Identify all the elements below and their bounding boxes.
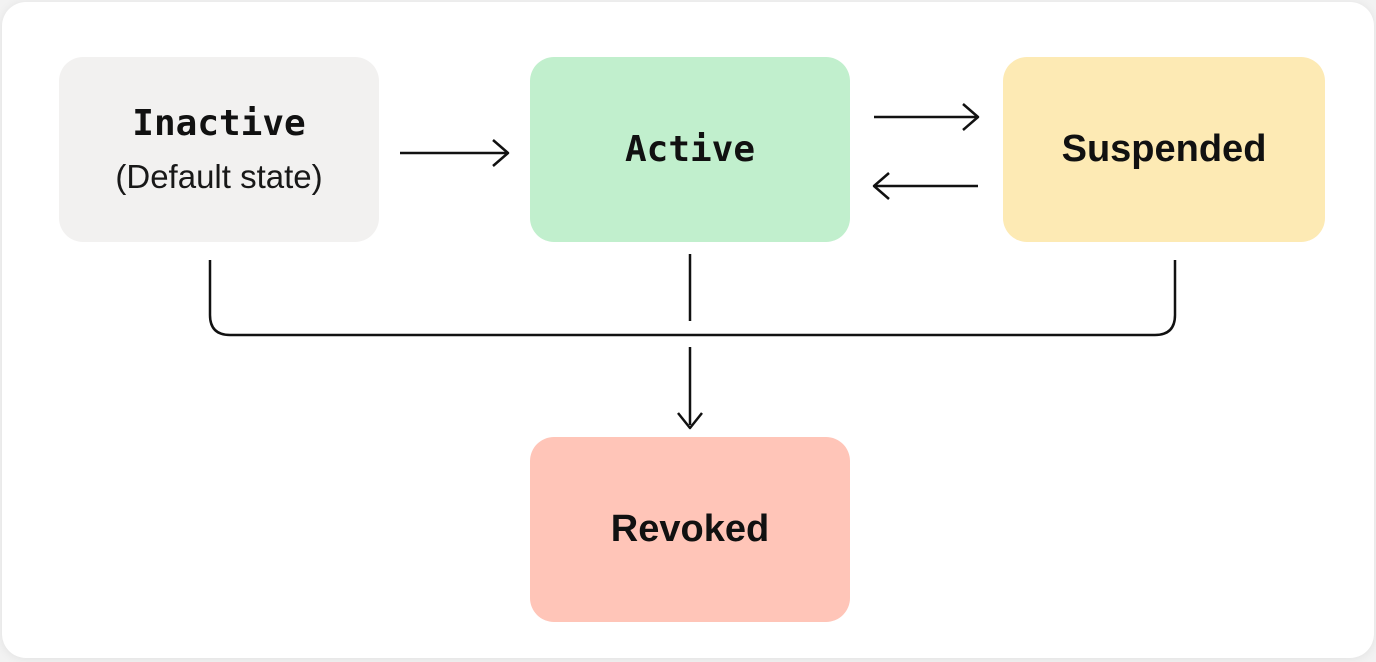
merge-bracket-line	[208, 260, 1177, 337]
state-box-inactive: Inactive (Default state)	[59, 57, 379, 242]
state-label-suspended: Suspended	[1061, 127, 1267, 170]
state-box-active: Active	[530, 57, 850, 242]
arrow-suspended-to-active-icon	[872, 172, 978, 200]
state-label-revoked: Revoked	[610, 507, 770, 550]
state-box-revoked: Revoked	[530, 437, 850, 622]
state-sublabel-inactive: (Default state)	[115, 157, 323, 195]
state-box-suspended: Suspended	[1003, 57, 1325, 242]
arrow-active-to-suspended-icon	[874, 103, 980, 131]
state-label-inactive: Inactive	[132, 102, 306, 144]
state-label-active: Active	[624, 128, 756, 170]
arrow-down-to-revoked-icon	[677, 347, 703, 430]
arrow-inactive-to-active-icon	[400, 139, 510, 167]
